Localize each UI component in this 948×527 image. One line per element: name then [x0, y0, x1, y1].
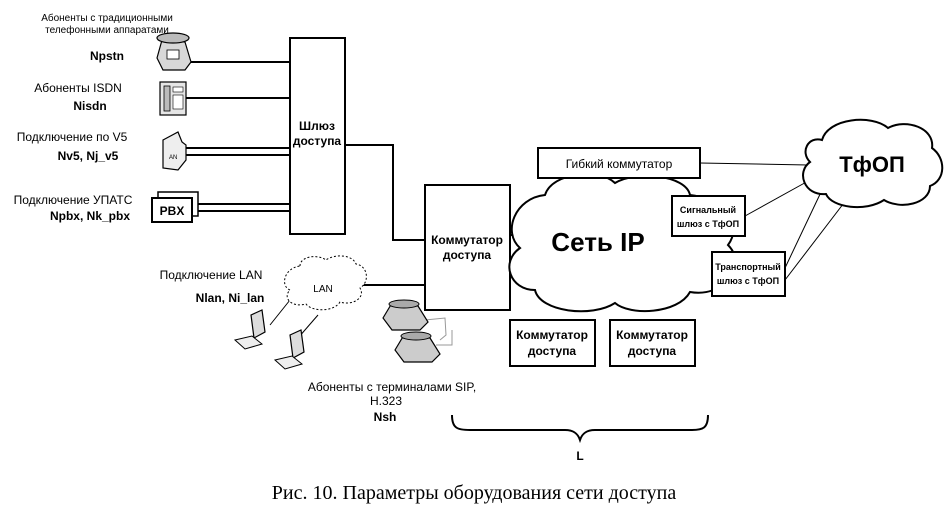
ip-network-label: Сеть IP — [551, 227, 644, 257]
signal-gateway-line1: Сигнальный — [680, 205, 736, 215]
switch-b2-line1: Коммутатор — [616, 328, 688, 342]
sip-label-line1: Абоненты с терминалами SIP, — [308, 380, 476, 394]
figure-caption: Рис. 10. Параметры оборудования сети дос… — [271, 482, 677, 504]
transport-gateway-line2: шлюз с ТфОП — [717, 276, 779, 286]
sip-param: Nsh — [374, 410, 397, 424]
pstn-cloud-label: ТфОП — [839, 152, 905, 177]
sip-links — [424, 317, 453, 346]
sip-subscribers: Абоненты с терминалами SIP, H.323 Nsh — [308, 299, 476, 424]
switch-b1-line2: доступа — [528, 344, 577, 358]
access-switch-bottom-2: Коммутатор доступа — [609, 319, 696, 367]
v5-param: Nv5, Nj_v5 — [58, 149, 119, 163]
pstn-cloud: ТфОП — [802, 118, 944, 209]
access-gateway: Шлюз доступа — [289, 37, 346, 235]
switch-b2-line2: доступа — [628, 344, 677, 358]
length-brace: L — [451, 414, 709, 463]
transport-gateway: Транспортный шлюз с ТфОП — [711, 251, 786, 297]
isdn-label: Абоненты ISDN — [34, 81, 122, 95]
transport-gateway-line1: Транспортный — [715, 262, 780, 272]
isdn-phone-icon — [159, 81, 187, 116]
lan-subscribers: Подключение LAN Nlan, Ni_lan LAN — [160, 255, 367, 370]
pstn-label-line2: телефонными аппаратами — [45, 24, 169, 36]
pstn-subscribers: Абоненты с традиционными телефонными апп… — [41, 12, 192, 71]
pbx-param: Npbx, Nk_pbx — [50, 209, 130, 223]
lan-cloud: LAN — [284, 255, 367, 311]
pbx-device: PBX — [151, 191, 199, 223]
pstn-label-line1: Абоненты с традиционными — [41, 12, 173, 24]
brace-label: L — [576, 449, 583, 463]
pbx-label: Подключение УПАТС — [14, 193, 133, 207]
sip-label-line2: H.323 — [370, 394, 402, 408]
computer-icon-2 — [273, 329, 305, 370]
lan-param: Nlan, Ni_lan — [196, 291, 265, 305]
access-switch-bottom-1: Коммутатор доступа — [509, 319, 596, 367]
switch-b1-line1: Коммутатор — [516, 328, 588, 342]
isdn-param: Nisdn — [73, 99, 106, 113]
access-switch-line1: Коммутатор — [431, 233, 503, 247]
computer-icon — [233, 309, 266, 350]
connection-lines — [186, 61, 540, 286]
signal-gateway-line2: шлюз с ТфОП — [677, 219, 739, 229]
access-gateway-line2: доступа — [293, 134, 342, 148]
ip-phone-icon — [382, 299, 429, 331]
lan-cloud-text: LAN — [313, 284, 332, 295]
pbx-subscribers: Подключение УПАТС Npbx, Nk_pbx PBX — [14, 191, 199, 223]
softswitch-label: Гибкий коммутатор — [566, 157, 673, 171]
ip-network-cloud: Сеть IP — [508, 173, 737, 313]
isdn-subscribers: Абоненты ISDN Nisdn — [34, 81, 187, 116]
an-device-text: AN — [169, 155, 177, 161]
telephone-icon — [156, 32, 192, 71]
pbx-device-text: PBX — [160, 204, 185, 218]
ip-phone-icon-2 — [394, 331, 441, 363]
v5-subscribers: Подключение по V5 Nv5, Nj_v5 AN — [17, 130, 187, 171]
pstn-param: Npstn — [90, 49, 124, 63]
access-node-icon: AN — [162, 131, 187, 171]
lan-label: Подключение LAN — [160, 268, 263, 282]
access-switch-line2: доступа — [443, 248, 492, 262]
access-switch: Коммутатор доступа — [424, 184, 511, 311]
softswitch: Гибкий коммутатор — [537, 147, 701, 179]
access-gateway-line1: Шлюз — [299, 119, 335, 133]
v5-label: Подключение по V5 — [17, 130, 128, 144]
signal-gateway: Сигнальный шлюз с ТфОП — [671, 195, 746, 237]
pstn-links — [699, 162, 851, 281]
